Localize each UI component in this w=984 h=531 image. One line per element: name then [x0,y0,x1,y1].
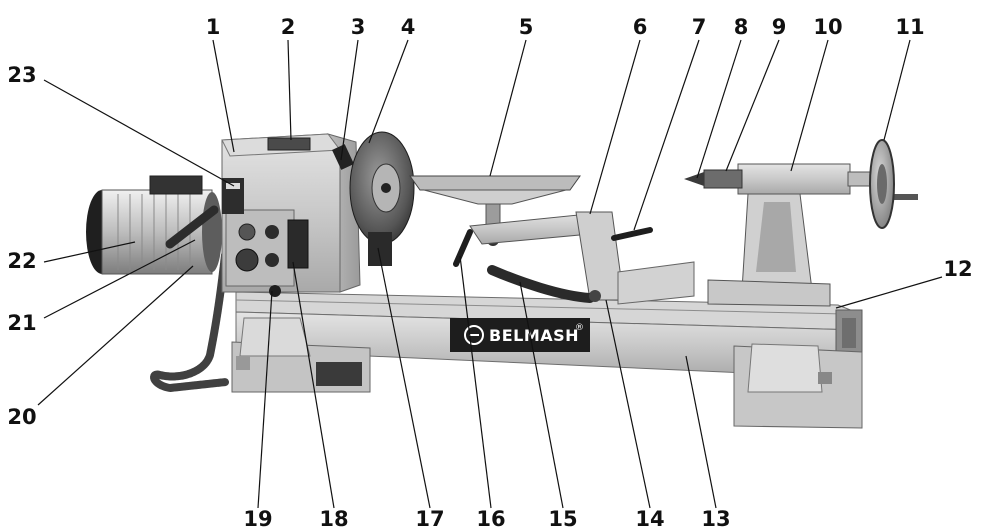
callout-labels: 1 2 3 4 5 6 7 8 9 10 11 12 13 14 15 16 1… [7,15,972,531]
leader-4 [368,39,409,144]
banjo [453,211,653,303]
callout-7: 7 [692,15,707,39]
callout-1: 1 [206,15,221,39]
leader-1 [212,39,235,153]
callout-5: 5 [519,15,534,39]
callout-13: 13 [701,507,730,531]
leader-14 [605,299,651,509]
callout-23: 23 [7,63,36,87]
leader-2 [287,39,292,141]
callout-16: 16 [476,507,505,531]
callout-20: 20 [7,405,36,429]
leader-6 [589,39,641,215]
motor-lever [165,205,219,249]
callout-11: 11 [895,15,924,39]
leader-19 [257,290,273,509]
leader-11 [883,39,911,141]
leader-9 [725,39,780,172]
leader-21 [43,239,196,319]
leader-3 [340,39,359,161]
leader-10 [790,39,829,172]
leader-20 [37,265,194,406]
callout-3: 3 [351,15,366,39]
callout-22: 22 [7,249,36,273]
callout-17: 17 [415,507,444,531]
leader-12 [835,276,943,309]
brand-registered-mark: ® [575,323,584,333]
right-stand [733,343,863,429]
headstock [221,133,361,297]
leader-18 [292,261,335,509]
leader-13 [685,355,717,509]
tailstock [684,163,918,307]
callout-4: 4 [401,15,416,39]
leader-15 [519,281,564,509]
callout-21: 21 [7,311,36,335]
lathe-illustration: BELMASH ® [86,131,918,429]
callout-14: 14 [635,507,664,531]
brand-name: BELMASH [489,326,579,345]
leader-5 [489,39,527,177]
leader-23 [43,79,235,187]
brand-plate: BELMASH ® [450,318,590,352]
tool-rest [409,175,581,246]
extension-block [617,261,695,305]
callout-18: 18 [319,507,348,531]
callout-15: 15 [548,507,577,531]
leader-lines [37,39,943,509]
leader-16 [459,255,492,509]
callout-6: 6 [633,15,648,39]
leader-22 [43,241,136,263]
callout-9: 9 [772,15,787,39]
callout-8: 8 [734,15,749,39]
leader-17 [377,247,431,509]
faceplate [349,131,415,266]
callout-12: 12 [943,257,972,281]
callout-10: 10 [813,15,842,39]
callout-19: 19 [243,507,272,531]
leader-7 [633,39,700,231]
leader-8 [696,39,742,179]
hand-wheel [869,139,895,229]
callout-2: 2 [281,15,296,39]
power-cable [150,251,230,393]
